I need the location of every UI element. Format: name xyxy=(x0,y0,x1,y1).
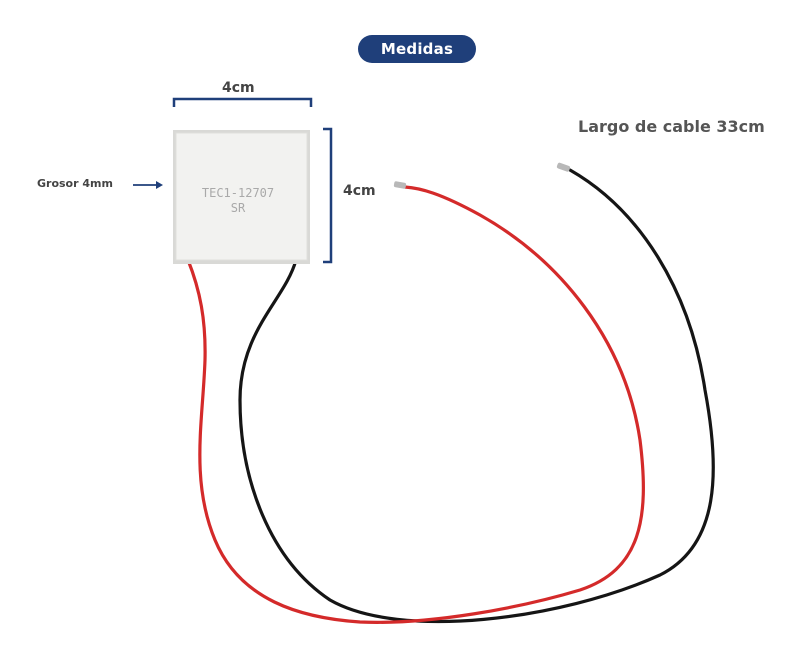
height-label: 4cm xyxy=(343,183,376,199)
red-wire-tip xyxy=(393,181,407,189)
peltier-module: TEC1-12707 SR xyxy=(173,130,310,264)
width-label: 4cm xyxy=(222,80,255,96)
module-model-line1: TEC1-12707 xyxy=(202,186,274,200)
width-bracket xyxy=(172,97,313,107)
height-bracket xyxy=(323,127,333,264)
thickness-arrow-icon xyxy=(133,181,163,189)
module-model-line2: SR xyxy=(231,201,246,215)
cable-length-label: Largo de cable 33cm xyxy=(578,117,765,136)
medidas-badge: Medidas xyxy=(358,35,476,63)
thickness-label: Grosor 4mm xyxy=(37,177,113,190)
red-wire xyxy=(186,185,645,624)
black-wire-tip xyxy=(556,162,571,172)
black-wire xyxy=(238,168,715,624)
